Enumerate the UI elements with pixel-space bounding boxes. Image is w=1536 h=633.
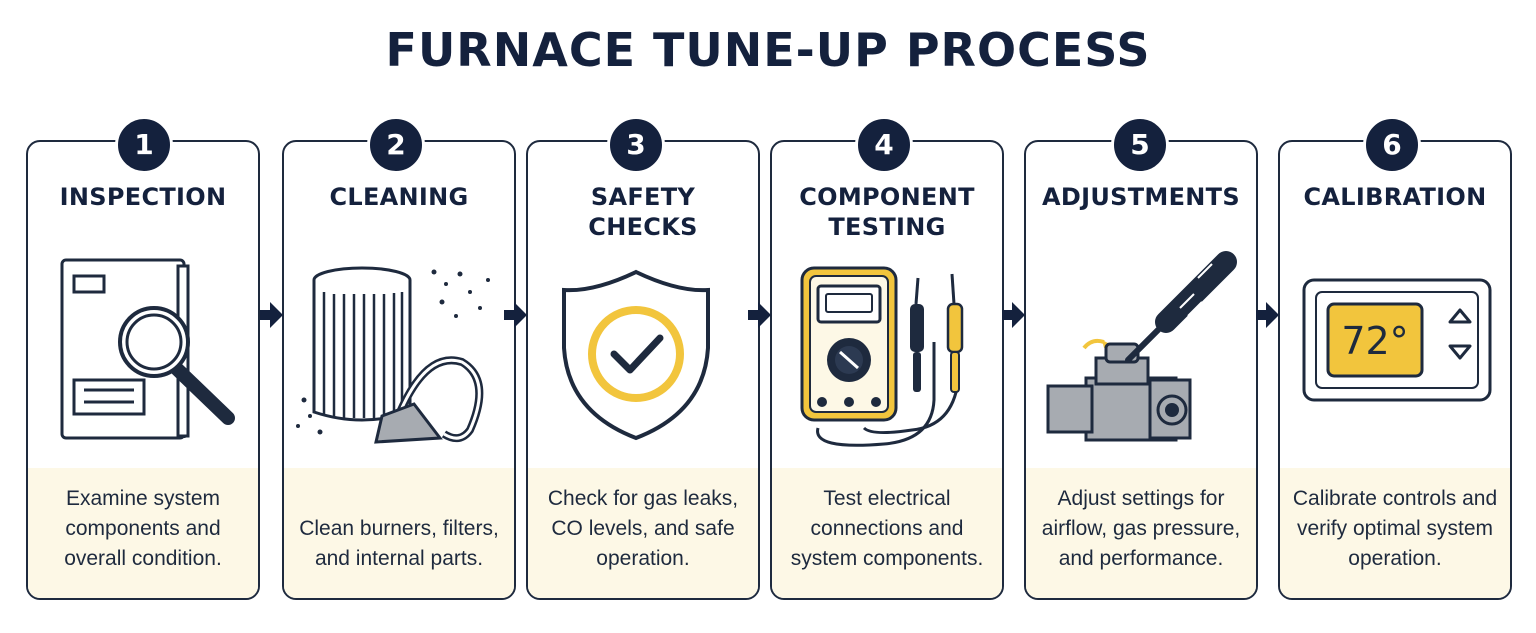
step-number-badge: 4 [855,116,913,174]
arrow-right-icon [1256,302,1279,328]
step-number-badge: 6 [1363,116,1421,174]
step-description: Examine system components and overall co… [64,487,222,570]
page-title: FURNACE TUNE-UP PROCESS [385,23,1151,77]
step-card-adjustments: ADJUSTMENTS Adjust settings for airflow,… [1024,140,1258,600]
step-footer [528,468,758,598]
step-description: Check for gas leaks, CO levels, and safe… [547,487,739,570]
step-label: INSPECTION [59,183,227,211]
step-description: Adjust settings for airflow, gas pressur… [1041,487,1241,570]
step-description: Test electrical connections and system c… [790,487,984,570]
filter-vacuum-icon [296,266,490,444]
arrow-right-icon [748,302,771,328]
magnifier-furnace-icon [60,258,235,440]
arrow-right-icon [504,302,527,328]
step-label: CLEANING [329,183,469,211]
step-label: SAFETY CHECKS [588,183,698,241]
step-footer [28,468,258,598]
step-label: CALIBRATION [1303,183,1487,211]
step-card-safety-checks: SAFETY CHECKS Check for gas leaks, CO le… [526,140,760,600]
screwdriver-valve-icon [1046,251,1237,442]
step-footer [1280,468,1510,598]
multimeter-icon [800,266,964,447]
step-number-badge: 3 [607,116,665,174]
shield-check-icon [562,269,710,441]
step-label: ADJUSTMENTS [1042,183,1240,211]
step-label: COMPONENT TESTING [799,183,975,241]
arrow-right-icon [1002,302,1025,328]
step-card-cleaning: CLEANING Clean burners, filters, and int… [282,140,516,600]
thermostat-reading: 72° [1341,319,1408,363]
step-footer [1026,468,1256,598]
step-number-badge: 5 [1111,116,1169,174]
step-description: Calibrate controls and verify optimal sy… [1292,487,1498,570]
step-footer [772,468,1002,598]
step-number-badge: 1 [115,116,173,174]
arrow-right-icon [260,302,283,328]
step-card-calibration: CALIBRATION 72° Calibrate controls and v… [1278,140,1512,600]
step-card-inspection: INSPECTION Examine system components and… [26,140,260,600]
step-footer [284,468,514,598]
step-number-badge: 2 [367,116,425,174]
step-card-component-testing: COMPONENT TESTING Test electrical connec… [770,140,1004,600]
thermostat-icon: 72° [1302,278,1492,402]
step-description: Clean burners, filters, and internal par… [299,517,499,570]
